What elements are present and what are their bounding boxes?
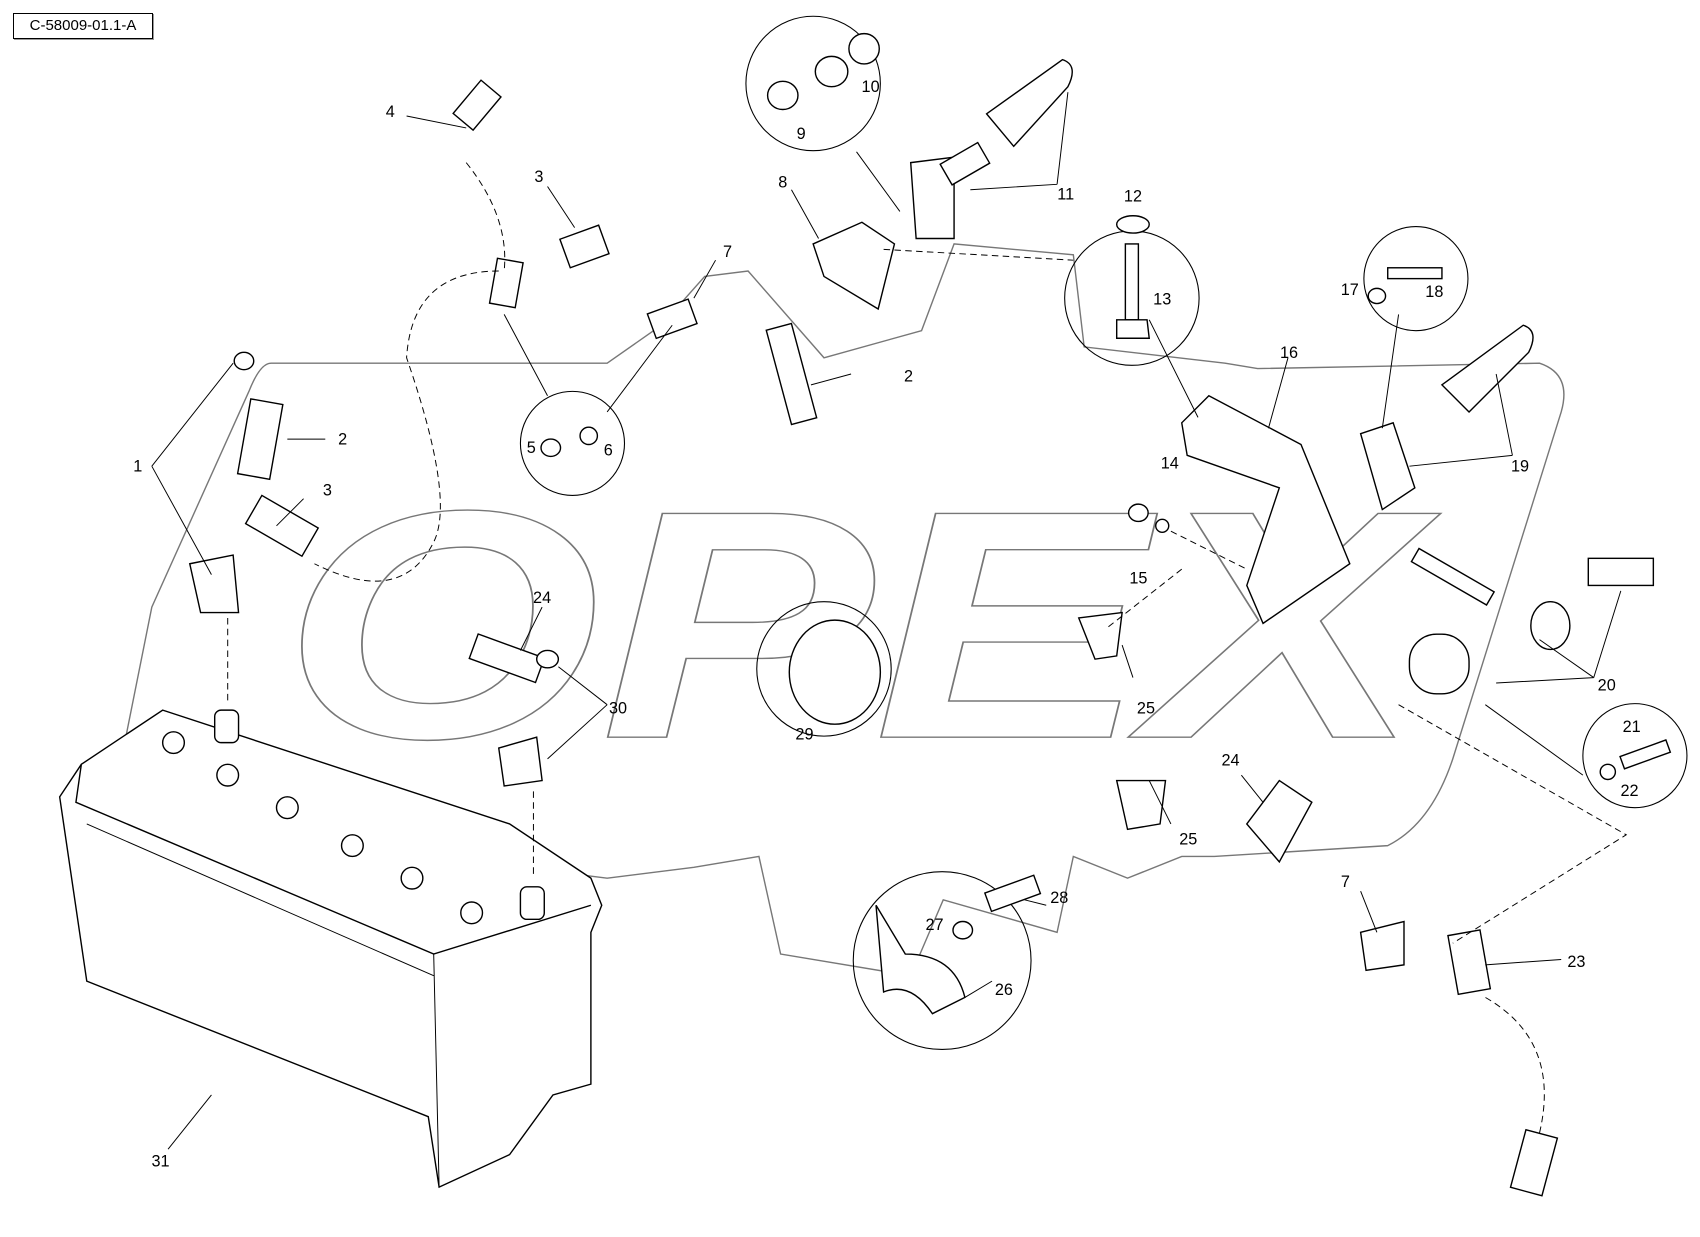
detail-circle-21-22 bbox=[1582, 703, 1688, 809]
callout-2: 2 bbox=[338, 430, 347, 448]
callout-13: 13 bbox=[1153, 291, 1171, 309]
callout-3: 3 bbox=[534, 168, 543, 186]
callout-27: 27 bbox=[926, 916, 944, 934]
wiring-and-leaders bbox=[151, 92, 1628, 1150]
callout-7: 7 bbox=[1341, 873, 1350, 891]
battery-vent-cap bbox=[400, 866, 424, 890]
callout-17: 17 bbox=[1341, 281, 1359, 299]
callout-10: 10 bbox=[862, 78, 880, 96]
callout-1: 1 bbox=[133, 458, 142, 476]
callout-24: 24 bbox=[533, 589, 551, 607]
callout-31: 31 bbox=[151, 1153, 169, 1171]
battery-vent-cap bbox=[275, 796, 299, 820]
battery-vent-cap bbox=[216, 763, 240, 787]
callout-14: 14 bbox=[1161, 454, 1179, 472]
callout-4: 4 bbox=[386, 103, 395, 121]
callout-25: 25 bbox=[1137, 699, 1155, 717]
callout-24: 24 bbox=[1221, 751, 1239, 769]
detail-circle-26-28 bbox=[852, 871, 1032, 1050]
callout-23: 23 bbox=[1567, 953, 1585, 971]
callout-22: 22 bbox=[1620, 782, 1638, 800]
detail-circle-17-18 bbox=[1363, 226, 1469, 332]
callout-15: 15 bbox=[1129, 569, 1147, 587]
callout-8: 8 bbox=[778, 174, 787, 192]
detail-circles bbox=[519, 15, 1688, 1050]
callout-21: 21 bbox=[1623, 718, 1641, 736]
callout-30: 30 bbox=[609, 699, 627, 717]
battery-vent-cap bbox=[340, 834, 364, 858]
callout-26: 26 bbox=[995, 981, 1013, 999]
detail-circle-9-10 bbox=[745, 15, 881, 152]
callout-7: 7 bbox=[723, 243, 732, 261]
callout-16: 16 bbox=[1280, 344, 1298, 362]
battery-vent-cap bbox=[161, 731, 186, 755]
callout-28: 28 bbox=[1050, 889, 1068, 907]
callout-25: 25 bbox=[1179, 831, 1197, 849]
opex-watermark: OPEX bbox=[107, 243, 1565, 977]
battery bbox=[58, 709, 603, 1189]
callout-20: 20 bbox=[1598, 677, 1616, 695]
callout-2: 2 bbox=[904, 368, 913, 386]
callout-9: 9 bbox=[797, 125, 806, 143]
parts bbox=[188, 32, 1672, 1197]
callout-12: 12 bbox=[1124, 188, 1142, 206]
callout-19: 19 bbox=[1511, 458, 1529, 476]
detail-circle-5-6 bbox=[519, 390, 626, 496]
callout-29: 29 bbox=[795, 725, 813, 743]
callout-3: 3 bbox=[323, 481, 332, 499]
callout-5: 5 bbox=[527, 439, 536, 457]
callout-11: 11 bbox=[1057, 185, 1074, 203]
drawing-reference-code: C-58009-01.1-A bbox=[13, 13, 153, 39]
callout-18: 18 bbox=[1425, 283, 1443, 301]
battery-vent-cap bbox=[460, 901, 484, 925]
watermark-text: OPEX bbox=[282, 443, 1442, 806]
callout-6: 6 bbox=[604, 441, 613, 459]
detail-circle-29 bbox=[756, 601, 892, 737]
